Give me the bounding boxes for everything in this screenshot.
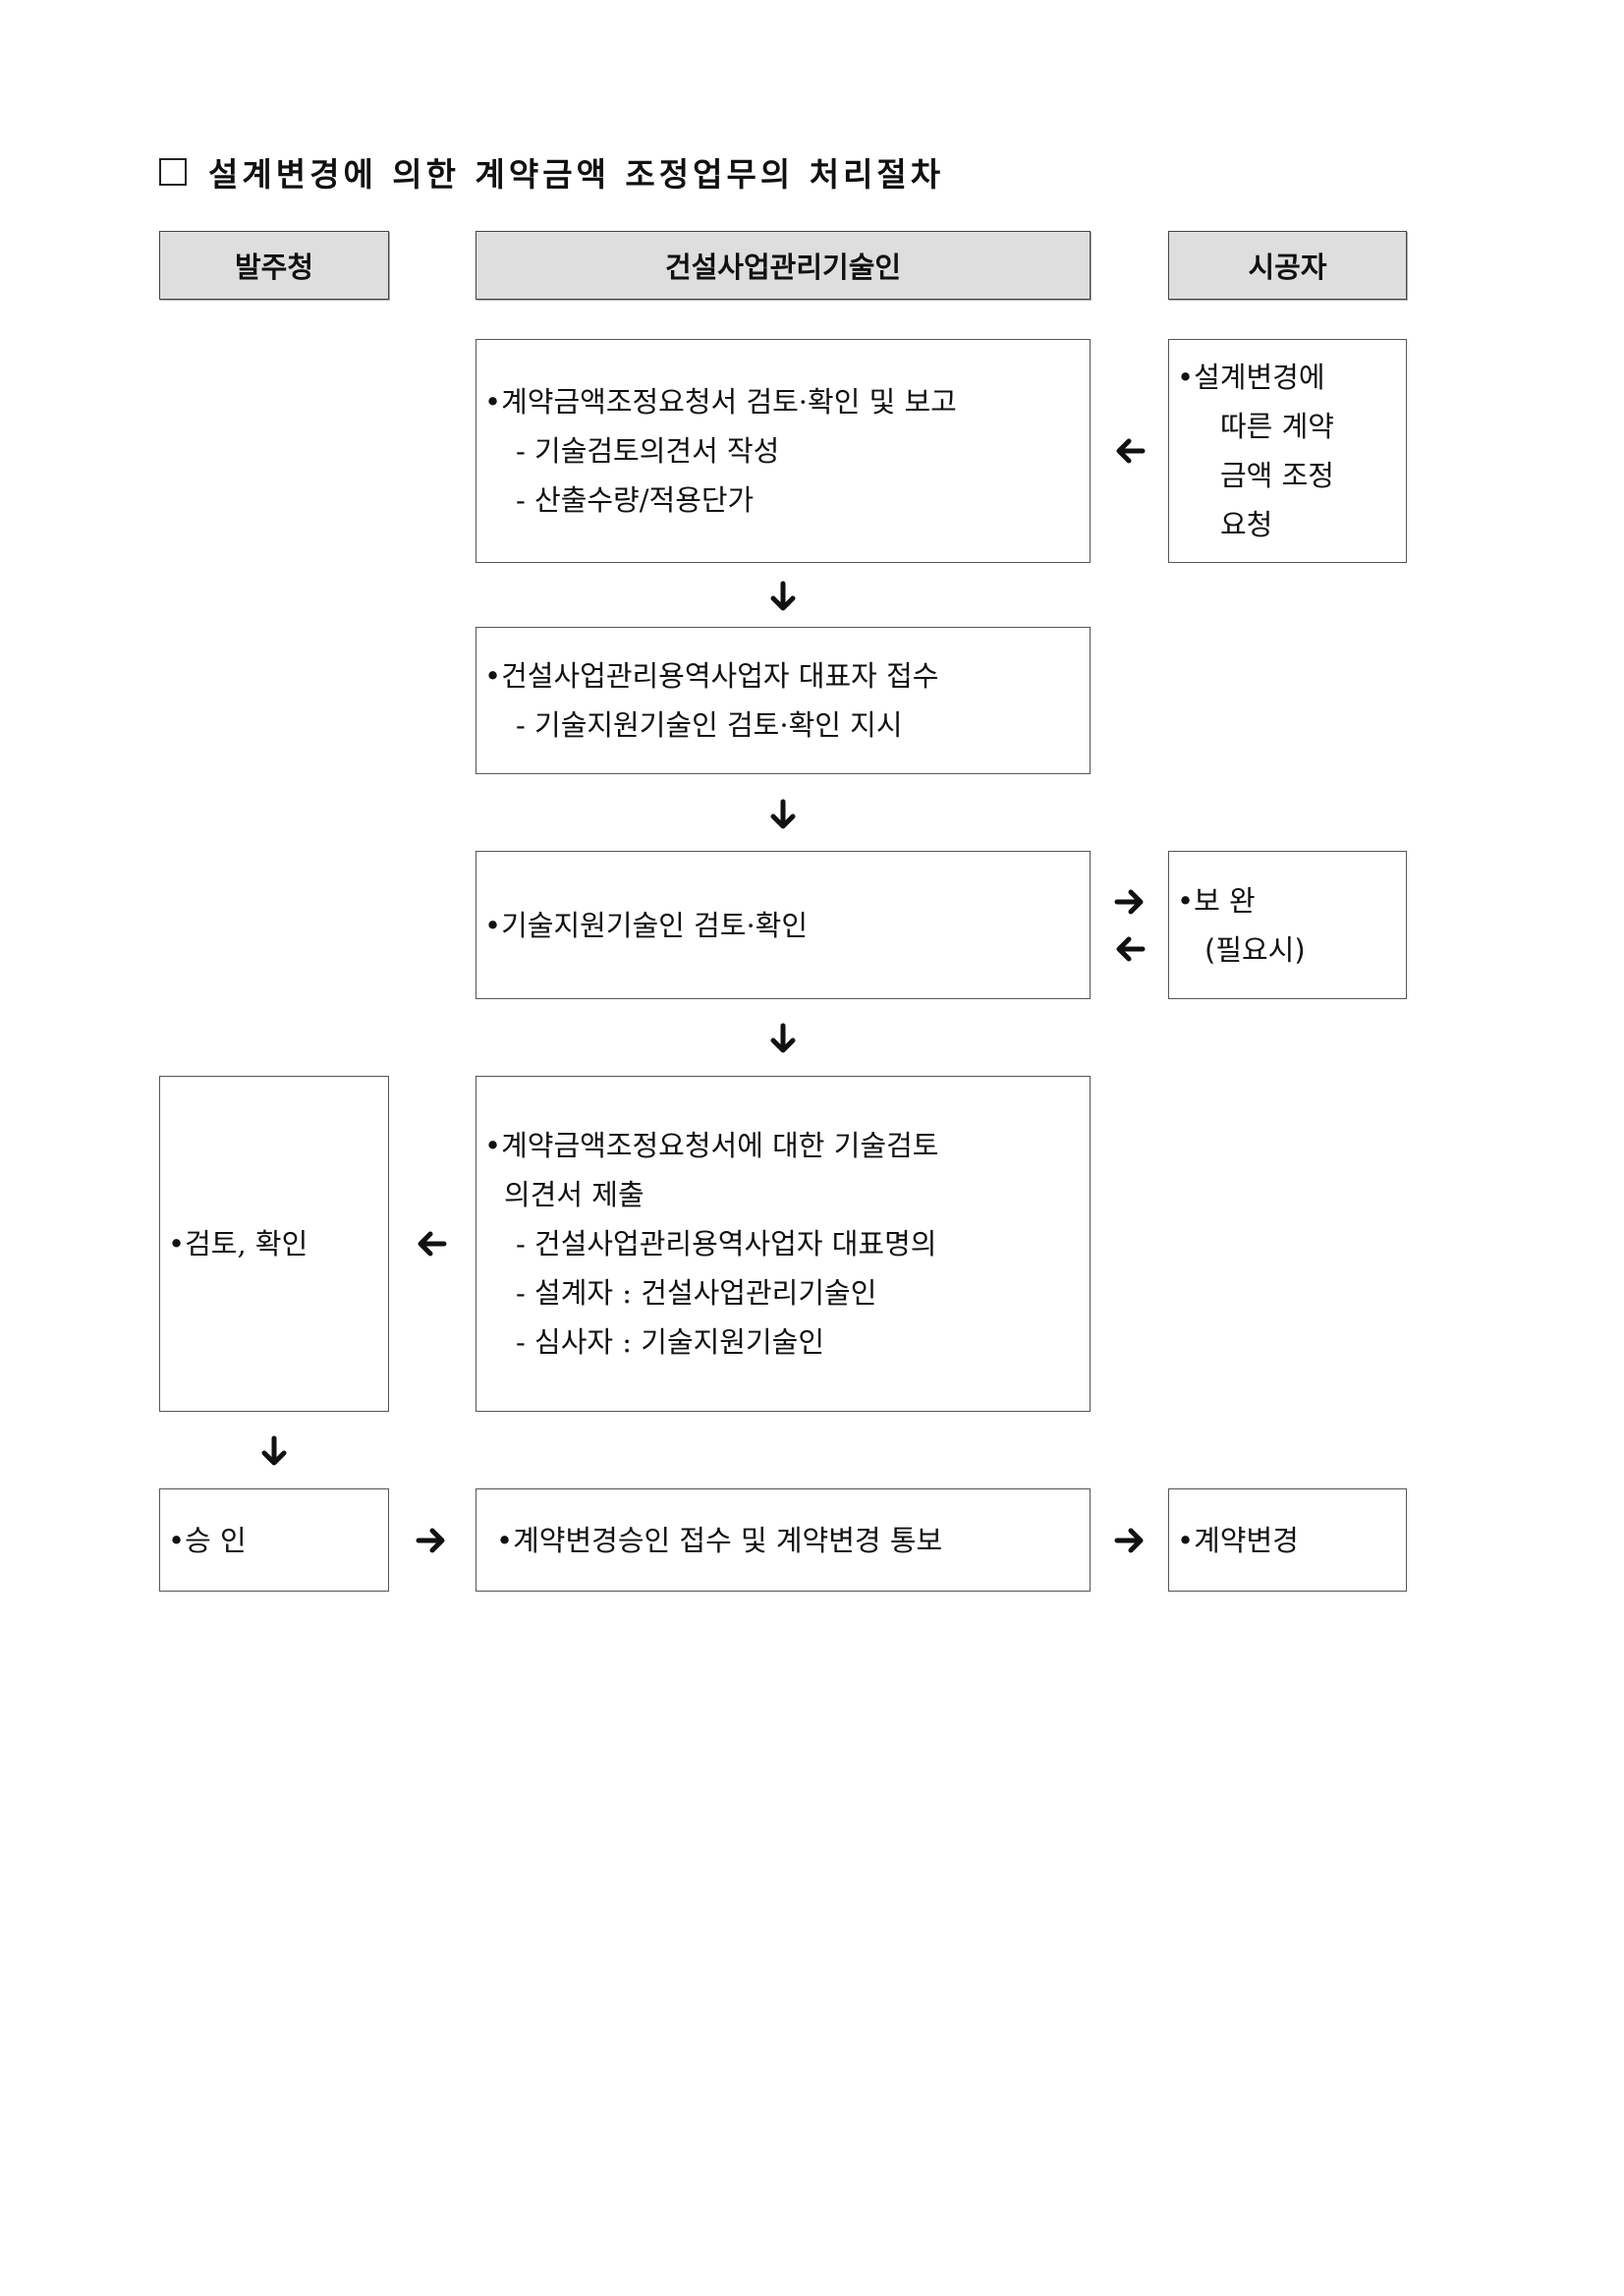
arrow-left-icon [1113,434,1147,468]
step-owner-review-line1: •검토, 확인 [168,1227,308,1260]
step-support-review-line1: •기술지원기술인 검토·확인 [484,908,809,942]
arrow-down-icon [766,1022,800,1055]
arrow-right-icon [415,1524,448,1557]
step-submit-box: •계약금액조정요청서에 대한 기술검토 의견서 제출 - 건설사업관리용역사업자… [476,1076,1091,1412]
step-contract-change-line1: •계약변경 [1177,1523,1299,1557]
step-owner-review-box: •검토, 확인 [159,1076,389,1412]
column-header-owner: 발주청 [159,231,389,300]
step-receive-box: •건설사업관리용역사업자 대표자 접수 - 기술지원기술인 검토·확인 지시 [476,627,1091,774]
step-supplement-box: •보 완 (필요시) [1168,851,1407,999]
arrow-down-icon [257,1434,291,1468]
step-support-review-box: •기술지원기술인 검토·확인 [476,851,1091,999]
step-review-box: •계약금액조정요청서 검토·확인 및 보고 - 기술검토의견서 작성 - 산출수… [476,339,1091,563]
step-submit-line2: 의견서 제출 [504,1178,644,1211]
page-title-text: 설계변경에 의한 계약금액 조정업무의 처리절차 [208,155,945,194]
step-receive-line1: •건설사업관리용역사업자 대표자 접수 [484,659,939,693]
step-request-box: •설계변경에 따른 계약 금액 조정 요청 [1168,339,1407,563]
arrow-left-icon [415,1227,448,1260]
step-supplement-line2: (필요시) [1204,932,1306,967]
page-title: 설계변경에 의한 계약금액 조정업무의 처리절차 [159,147,944,196]
step-request-line1: •설계변경에 [1177,361,1325,394]
step-submit-line3: - 건설사업관리용역사업자 대표명의 [516,1227,937,1260]
step-request-line4: 요청 [1220,508,1273,541]
step-approval-box: •승 인 [159,1488,389,1592]
arrow-right-icon [1113,885,1147,919]
step-review-line3: - 산출수량/적용단가 [516,483,755,517]
step-notify-line1: •계약변경승인 접수 및 계약변경 통보 [496,1523,943,1557]
column-header-manager: 건설사업관리기술인 [476,231,1091,300]
step-supplement-line1: •보 완 [1177,883,1256,918]
column-header-contractor: 시공자 [1168,231,1407,300]
square-bullet-icon [159,158,187,186]
arrow-down-icon [766,580,800,613]
step-submit-line1: •계약금액조정요청서에 대한 기술검토 [484,1129,939,1162]
step-receive-line2: - 기술지원기술인 검토·확인 지시 [516,708,903,742]
step-approval-line1: •승 인 [168,1523,247,1557]
step-submit-line5: - 심사자 : 기술지원기술인 [516,1325,825,1359]
step-contract-change-box: •계약변경 [1168,1488,1407,1592]
step-review-line2: - 기술검토의견서 작성 [516,434,780,468]
step-request-line3: 금액 조정 [1220,459,1334,492]
step-review-line1: •계약금액조정요청서 검토·확인 및 보고 [484,385,957,419]
arrow-left-icon [1113,932,1147,966]
step-submit-line4: - 설계자 : 건설사업관리기술인 [516,1276,877,1310]
arrow-down-icon [766,798,800,831]
step-notify-box: •계약변경승인 접수 및 계약변경 통보 [476,1488,1091,1592]
step-request-line2: 따른 계약 [1220,410,1334,443]
arrow-right-icon [1113,1524,1147,1557]
